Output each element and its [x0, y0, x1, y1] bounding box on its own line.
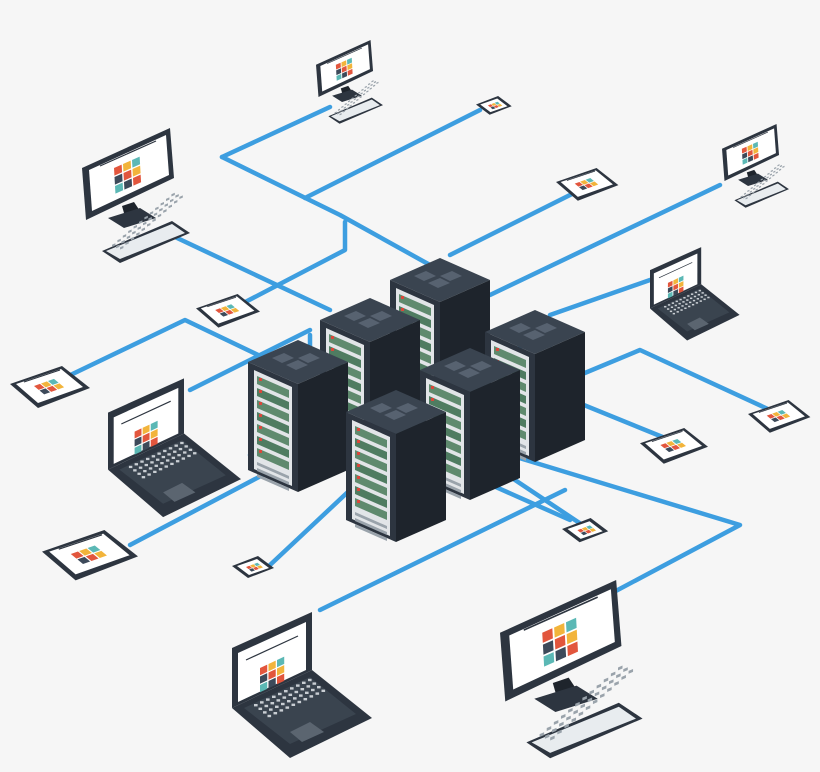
desktop-monitor-icon: [82, 128, 190, 263]
laptop-icon: [650, 247, 740, 341]
laptop-icon: [108, 378, 241, 518]
tablet-icon: [640, 428, 708, 464]
connection-line: [577, 347, 773, 413]
server-rack-icon: [346, 390, 446, 542]
tablet-icon: [748, 400, 811, 433]
connection-line: [267, 487, 353, 568]
server-cluster: [248, 258, 585, 542]
desktop-monitor-icon: [500, 580, 643, 759]
connection-line: [227, 219, 348, 313]
connection-line: [187, 327, 313, 393]
tablet-icon: [42, 530, 138, 581]
desktop-monitor-icon: [316, 40, 383, 124]
connection-line: [457, 437, 743, 613]
connection-line: [172, 234, 333, 313]
connection-line: [317, 487, 568, 613]
smartphone-icon: [232, 556, 274, 578]
connection-line: [447, 187, 583, 258]
tablet-icon: [196, 294, 260, 328]
server-rack-icon: [248, 340, 348, 492]
endpoint-devices: [10, 40, 811, 759]
connection-line: [547, 277, 653, 318]
connection-line: [219, 104, 333, 160]
desktop-monitor-icon: [722, 124, 789, 208]
tablet-icon: [10, 366, 90, 408]
smartphone-icon: [476, 96, 512, 115]
connection-line: [219, 154, 433, 268]
connection-line: [487, 182, 723, 298]
tablet-icon: [556, 168, 619, 201]
laptop-icon: [232, 612, 372, 758]
smartphone-icon: [562, 518, 609, 543]
connection-line: [302, 107, 483, 201]
